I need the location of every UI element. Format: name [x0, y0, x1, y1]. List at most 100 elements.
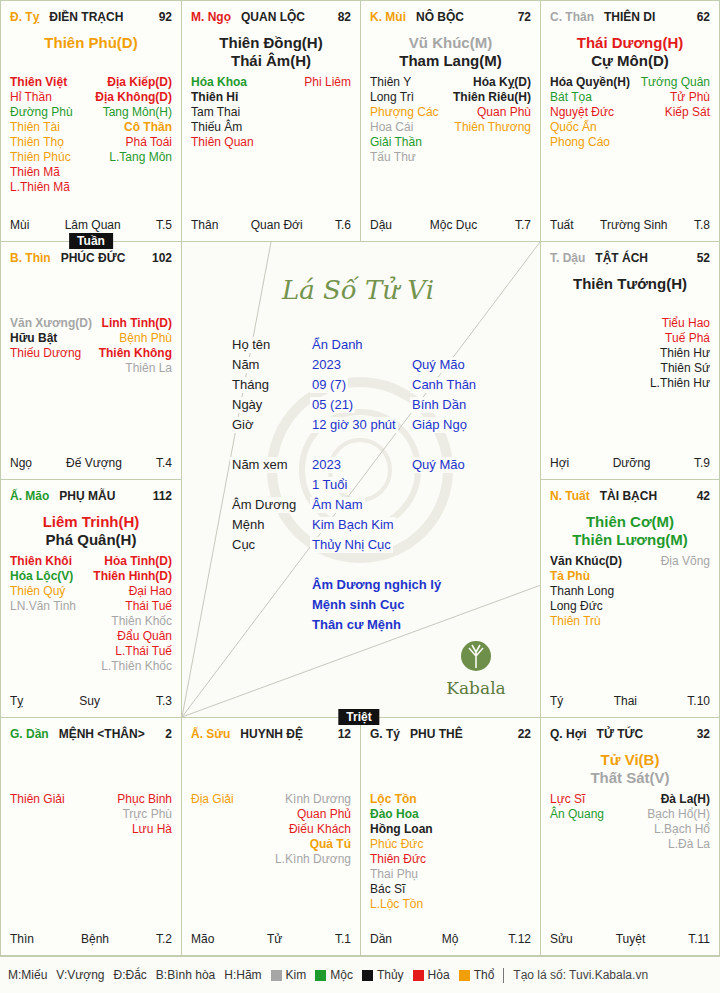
legend-text: Hỏa [428, 968, 450, 982]
cell-header: N. TuấtTÀI BẠCH42 [550, 488, 710, 504]
minor-star: Linh Tinh(D) [99, 316, 172, 331]
minor-star: L.Bạch Hổ [647, 822, 710, 837]
minor-star: Tả Phù [550, 569, 622, 584]
minor-star: Lộc Tồn [370, 792, 433, 807]
minor-star: Đường Phù [10, 105, 73, 120]
right-stars: Hỏa Tinh(D)Thiên Hình(D)Đại HaoThái TuếT… [93, 554, 172, 674]
legend-item: Thổ [459, 968, 495, 982]
minor-star: Long Trì [370, 90, 439, 105]
minor-star: Điếu Khách [275, 822, 351, 837]
minor-star: Tấu Thư [370, 150, 439, 165]
cycle-label: Bệnh [81, 932, 109, 947]
minor-star: Thái Tuế [93, 599, 172, 614]
minor-star: Hỏa Tinh(D) [93, 554, 172, 569]
main-stars: Thái Dương(H)Cự Môn(D) [541, 34, 719, 70]
info-key: Ngày [230, 397, 264, 413]
legend-note: B:Bình hòa [156, 967, 215, 983]
cell-footer: DậuMộc DụcT.7 [370, 218, 531, 233]
watermark-ring [330, 440, 390, 500]
left-stars: Văn Xương(D)Hữu BậtThiếu Dương [10, 316, 92, 361]
main-star: Thái Dương(H) [541, 34, 719, 52]
main-star: Tham Lang(M) [361, 52, 540, 70]
logo-disc [461, 641, 491, 671]
minor-star: LN.Văn Tinh [10, 599, 76, 614]
minor-star: L.Lộc Tồn [370, 897, 433, 912]
minor-star: Thiên Đức [370, 852, 433, 867]
branch-label: K. Mùi [370, 9, 406, 25]
cycle-label: Tỵ [10, 694, 23, 709]
minor-star: Phượng Các [370, 105, 439, 120]
left-stars: Lực SĩÂn Quang [550, 792, 604, 822]
info-value: Canh Thân [410, 377, 478, 393]
palace-name: QUAN LỘC [241, 9, 305, 25]
main-star: Vũ Khúc(M) [361, 34, 540, 52]
info-key: Họ tên [230, 337, 272, 353]
minor-star: Hỉ Thần [10, 90, 73, 105]
palace-number: 2 [165, 726, 172, 742]
branch-label: M. Ngọ [191, 9, 231, 25]
info-value: 2023 [310, 457, 343, 473]
cell-footer: HợiDưỡngT.9 [550, 456, 710, 471]
main-stars: Thiên Cơ(M)Thiên Lương(M) [541, 513, 719, 549]
minor-star: Quan Phủ [275, 807, 351, 822]
cell-footer: TýThaiT.10 [550, 694, 710, 709]
palace-number: 102 [152, 250, 172, 266]
cell-footer: ThânQuan ĐớiT.6 [191, 218, 351, 233]
watermark-ring [272, 382, 448, 558]
palace-cell: M. NgọQUAN LỘC82Thiên Đồng(H)Thái Âm(H)H… [181, 0, 361, 242]
legend-item: Hỏa [413, 968, 450, 982]
palace-name: PHÚC ĐỨC [61, 250, 126, 266]
cycle-label: Thân [191, 218, 218, 233]
legend-swatch [315, 970, 326, 981]
legend-swatch [362, 970, 373, 981]
main-stars: Thiên Phủ(D) [1, 34, 181, 52]
cycle-label: Tý [550, 694, 563, 709]
minor-star: Hóa Lộc(V) [10, 569, 76, 584]
palace-cell: Đ. TỵĐIỀN TRẠCH92Thiên Phủ(D)Thiên ViệtH… [0, 0, 182, 242]
left-stars: Lộc TồnĐào HoaHồng LoanPhúc ĐứcThiên Đức… [370, 792, 433, 912]
cycle-label: Dậu [370, 218, 392, 233]
cell-header: K. MùiNÔ BỘC72 [370, 9, 531, 25]
minor-star: Phúc Đức [370, 837, 433, 852]
palace-name: PHU THÊ [410, 726, 463, 742]
palace-number: 42 [697, 488, 710, 504]
minor-star: Văn Khúc(D) [550, 554, 622, 569]
minor-star: Văn Xương(D) [10, 316, 92, 331]
minor-star: Thiên Thương [453, 120, 531, 135]
left-stars: Thiên YLong TrìPhượng CácHoa CáiGiải Thầ… [370, 75, 439, 165]
cycle-label: Đế Vượng [66, 456, 122, 471]
separator [503, 968, 504, 983]
minor-star: Thiên Quý [10, 584, 76, 599]
cycle-label: Sửu [550, 932, 573, 947]
info-value: 09 (7) [310, 377, 348, 393]
cycle-label: T.3 [156, 694, 172, 709]
minor-star: Nguyệt Đức [550, 105, 630, 120]
left-stars: Hóa Quyền(H)Bát TọaNguyệt ĐứcQuốc ẤnPhon… [550, 75, 630, 150]
minor-star: Thiên Thọ [10, 135, 73, 150]
minor-star: L.Tang Môn [95, 150, 172, 165]
palace-cell: G. DầnMỆNH <THÂN>2Thiên GiảiPhục BinhTrự… [0, 717, 182, 956]
minor-star: L.Đà La [647, 837, 710, 852]
minor-star: Quả Tú [275, 837, 351, 852]
minor-star: Hữu Bật [10, 331, 92, 346]
palace-cell: Ấ. SửuHUYNH ĐỆ12Địa GiảiKình DươngQuan P… [181, 717, 361, 956]
cell-footer: ThìnBệnhT.2 [10, 932, 172, 947]
minor-star: Lực Sĩ [550, 792, 604, 807]
minor-star: Tử Phù [641, 90, 710, 105]
minor-star: Lưu Hà [117, 822, 172, 837]
legend-bar: M:MiếuV:VượngĐ:ĐắcB:Bình hòaH:Hãm KimMộc… [0, 956, 720, 993]
palace-cell: Ấ. MãoPHỤ MẪU112Liêm Trinh(H)Phá Quân(H)… [0, 479, 182, 718]
minor-star: Thiên Phúc [10, 150, 73, 165]
cycle-label: T.9 [694, 456, 710, 471]
branch-label: G. Tý [370, 726, 400, 742]
legend-note: M:Miếu [8, 967, 47, 983]
minor-star: Hóa Quyền(H) [550, 75, 630, 90]
cycle-label: T.2 [156, 932, 172, 947]
cycle-label: Mão [191, 932, 214, 947]
cycle-label: Tuất [550, 218, 574, 233]
center-watermark [272, 382, 448, 558]
minor-star: Thiên La [99, 361, 172, 376]
